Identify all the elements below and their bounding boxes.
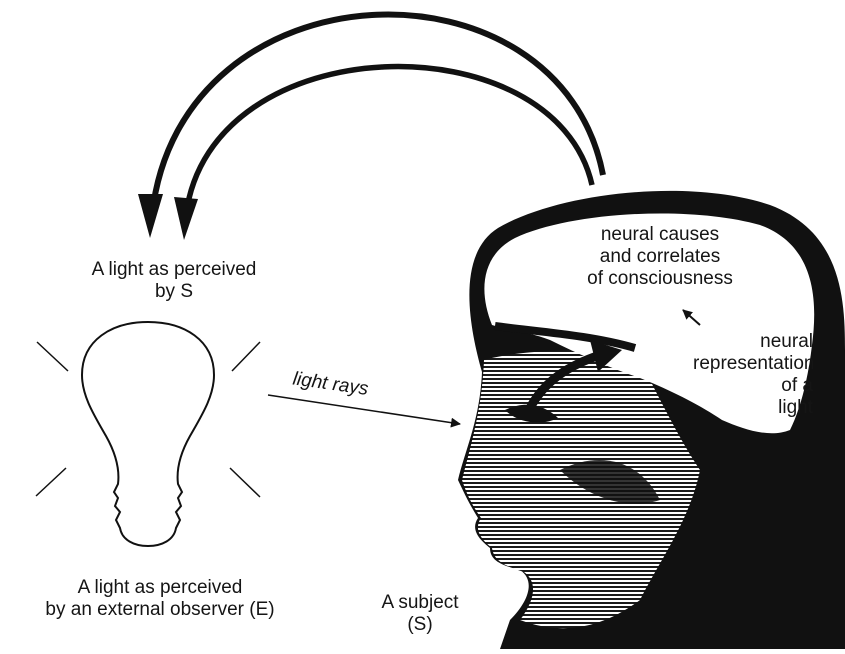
label-external-observer: A light as perceived by an external obse…	[30, 577, 290, 621]
label-subject: A subject (S)	[365, 592, 475, 636]
ray-line-bottom-right	[230, 468, 260, 497]
inner-projection-arrow	[186, 67, 592, 215]
ray-line-top-right	[232, 342, 260, 371]
label-neural-causes: neural causes and correlates of consciou…	[572, 224, 748, 290]
bulb-outline	[82, 322, 214, 546]
label-neural-representation: neural representation of a light	[693, 331, 813, 419]
projection-arrows	[138, 15, 603, 240]
outer-arrowhead	[138, 194, 163, 238]
outer-projection-arrow	[152, 15, 603, 215]
inner-arrowhead	[174, 197, 198, 240]
label-perceived-by-s: A light as perceived by S	[58, 259, 290, 303]
ray-line-bottom-left	[36, 468, 66, 496]
ray-line-top-left	[37, 342, 68, 371]
light-bulb	[36, 322, 260, 546]
